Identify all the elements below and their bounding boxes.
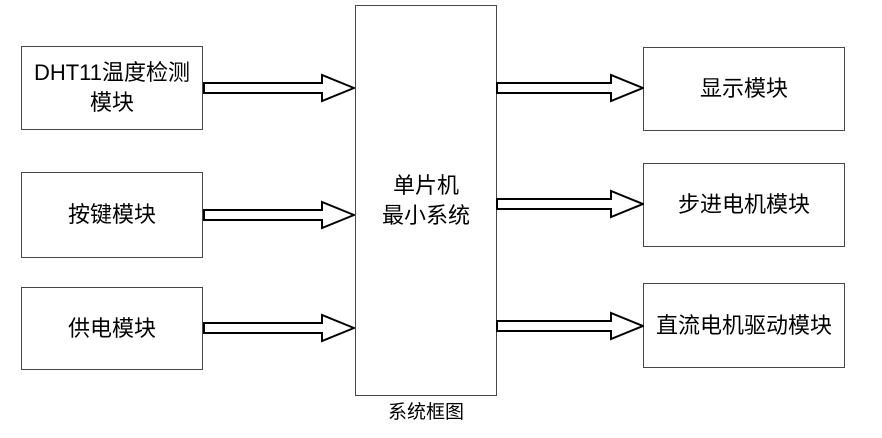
diagram-caption: 系统框图 [387, 402, 464, 423]
block-dht11-temp-module: DHT11温度检测 模块 [21, 46, 203, 130]
block-label-line: 供电模块 [67, 315, 156, 341]
block-mcu-minimum-system: 单片机 最小系统 [355, 5, 497, 396]
block-label-line: 最小系统 [381, 202, 470, 228]
block-label-line: 按键模块 [67, 202, 156, 227]
block-label-line: 步进电机模块 [677, 192, 810, 217]
arrow-power-to-mcu-icon [203, 313, 355, 343]
arrow-key-to-mcu-icon [203, 200, 355, 230]
block-label-line: 模块 [89, 90, 134, 115]
block-power-module: 供电模块 [21, 287, 203, 370]
block-label-line: 直流电机驱动模块 [655, 312, 832, 338]
block-stepper-motor-module: 步进电机模块 [643, 163, 845, 247]
block-label-line: 显示模块 [699, 76, 788, 101]
block-label-line: 单片机 [392, 172, 459, 198]
block-dc-motor-driver-module: 直流电机驱动模块 [643, 283, 845, 368]
arrow-mcu-to-stepper-icon [496, 189, 644, 219]
arrow-mcu-to-display-icon [496, 73, 644, 103]
arrow-dht11-to-mcu-icon [203, 73, 355, 103]
block-label-line: DHT11温度检测 [33, 60, 191, 85]
block-display-module: 显示模块 [643, 47, 845, 131]
arrow-mcu-to-dcmotor-icon [496, 311, 644, 341]
block-key-module: 按键模块 [21, 172, 203, 258]
